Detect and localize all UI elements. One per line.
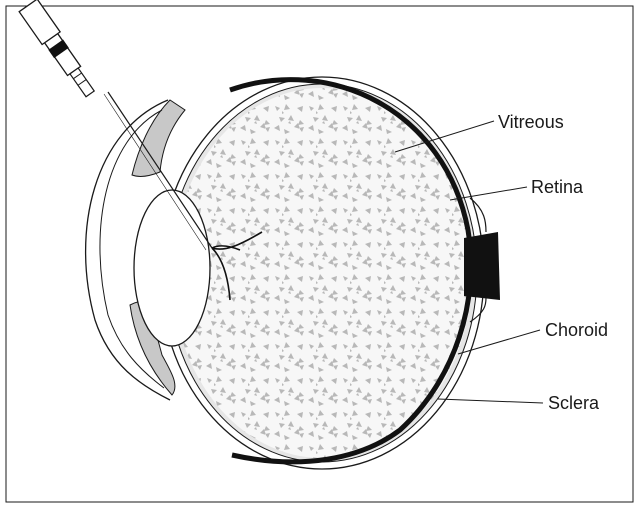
label-vitreous: Vitreous <box>498 112 564 132</box>
syringe-icon <box>19 0 99 100</box>
optic-nerve-icon <box>464 232 500 300</box>
lens-icon <box>134 190 210 346</box>
leader-sclera <box>438 399 543 403</box>
label-sclera: Sclera <box>548 393 600 413</box>
label-retina: Retina <box>531 177 584 197</box>
label-choroid: Choroid <box>545 320 608 340</box>
